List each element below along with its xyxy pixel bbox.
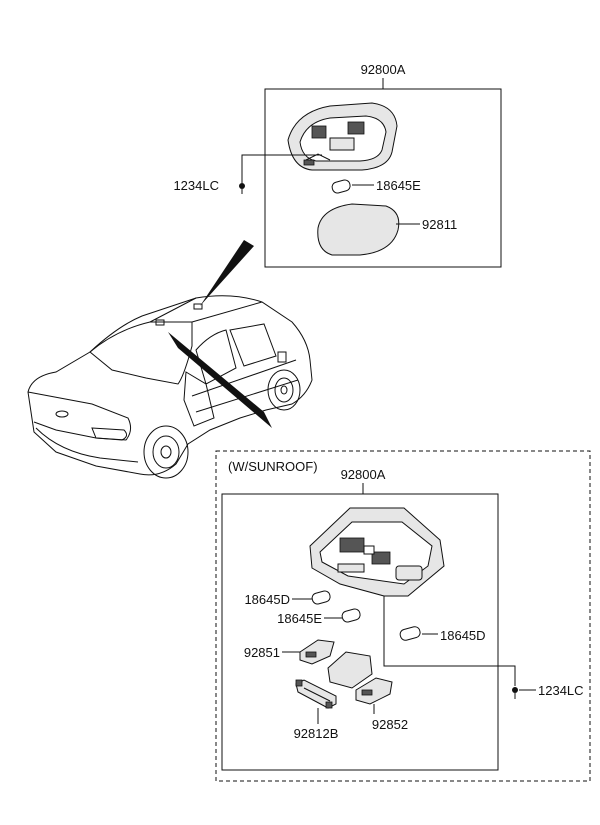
sunroof-assembly-frame [221,493,499,771]
top-lamp-housing [287,102,398,171]
pointer-to-top-assembly [200,240,254,306]
sunroof-lens-left-label: 92851 [244,645,280,660]
bulb-icon [341,608,361,623]
top-bulb-label: 18645E [376,178,421,193]
screw-icon [512,687,518,693]
top-assembly: 92800A 1234LC 18645E 9281 [173,62,502,268]
sunroof-header-label: (W/SUNROOF) [228,459,318,474]
sunroof-bracket-label: 92812B [294,726,339,741]
bulb-icon [399,626,421,641]
bulb-icon [311,590,331,605]
top-screw-leader [241,154,322,183]
sunroof-part-number-label: 92800A [341,467,386,482]
sunroof-assembly: (W/SUNROOF) 92800A 18645D 18645E [215,450,591,782]
sunroof-console-housing [309,507,445,597]
top-bulb: 18645E [331,178,421,194]
sunroof-bulb-e-label: 18645E [277,611,322,626]
lens-icon [299,639,335,665]
sunroof-bulb-d-left-label: 18645D [244,592,290,607]
sunroof-center-lens [327,651,373,689]
top-screw: 1234LC [173,154,322,194]
sunroof-bulb-d-right-label: 18645D [440,628,486,643]
sunroof-dashed-frame [215,450,591,782]
top-lens-label: 92811 [422,217,457,232]
pointer-to-sunroof-assembly [168,332,272,428]
bulb-icon [331,179,351,194]
sunroof-bulb-d-left: 18645D [244,590,331,607]
car-illustration [27,295,313,479]
sunroof-bulb-d-right: 18645D [399,626,486,643]
sunroof-lens-right: 92852 [355,677,408,732]
lens-icon [355,677,393,705]
sunroof-screw: 1234LC [512,683,584,699]
top-screw-label: 1234LC [173,178,219,193]
sunroof-lens-right-label: 92852 [372,717,408,732]
sunroof-bulb-e: 18645E [277,608,361,626]
sunroof-screw-label: 1234LC [538,683,584,698]
sunroof-bracket: 92812B [294,679,339,741]
lens-icon [317,203,400,256]
sunroof-lens-left: 92851 [244,639,335,665]
top-lens: 92811 [317,203,457,256]
screw-icon [239,183,245,189]
top-part-number-label: 92800A [361,62,406,77]
sunroof-screw-leader [383,596,516,686]
